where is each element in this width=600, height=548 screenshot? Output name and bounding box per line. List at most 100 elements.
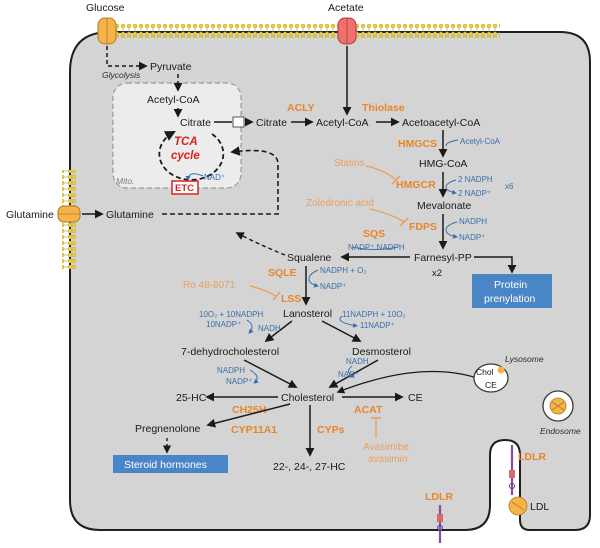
- left-cofactor-mid: 10NADP⁺: [206, 320, 241, 329]
- fdps-cofactor-curve: [445, 221, 458, 239]
- ldl-label: LDL: [530, 501, 549, 513]
- hmgcr-x6-label: x6: [505, 182, 514, 191]
- sqle-label: SQLE: [268, 267, 297, 279]
- acat-label: ACAT: [354, 404, 383, 416]
- ldlr-right-receptor-icon: [509, 445, 515, 495]
- mevalonate-label: Mevalonate: [417, 200, 471, 212]
- hmgcr-label: HMGCR: [396, 179, 436, 191]
- dhc-cofactor-curve: [249, 369, 259, 384]
- etc-label: ETC: [175, 183, 194, 194]
- cyps-label: CYPs: [317, 424, 345, 436]
- glucose-transporter-icon: [97, 17, 117, 45]
- glutamine-outside-label: Glutamine: [6, 209, 54, 221]
- zoledronic-inhibitor-line: [369, 208, 405, 223]
- mito-citrate-label: Citrate: [180, 117, 211, 129]
- dhc-nadp-label: NADP⁺: [226, 377, 252, 386]
- pregnenolone-label: Pregnenolone: [135, 423, 201, 435]
- avasimin-label: avasimin: [368, 454, 407, 465]
- acetate-transporter-icon: [337, 17, 357, 45]
- acetoacetyl-coa-label: Acetoacetyl-CoA: [402, 117, 480, 129]
- desmo-nad-label: NAD⁺: [338, 370, 359, 379]
- fdps-label: FDPS: [409, 221, 437, 233]
- right-cofactor-curve: [339, 315, 358, 328]
- sqs-cofactor-label: NADP⁺ NADPH: [348, 243, 405, 252]
- lss-label: LSS: [281, 293, 301, 305]
- cyp11a1-label: CYP11A1: [231, 424, 277, 436]
- glutamine-transporter-icon: [57, 205, 81, 223]
- acetate-label: Acetate: [328, 2, 364, 14]
- ce-label: CE: [408, 392, 423, 404]
- farnesyl-pp-label: Farnesyl-PP: [414, 252, 472, 264]
- ldl-particle-icon: [508, 496, 528, 516]
- steroid-hormones-box: [113, 455, 228, 473]
- lysosome-icon: [473, 363, 509, 393]
- ldlr-bottom-label: LDLR: [425, 491, 453, 503]
- desmosterol-label: Desmosterol: [352, 346, 411, 358]
- statins-inhibitor-bar: [391, 175, 401, 185]
- desmo-cofactor-curve: [348, 365, 355, 378]
- ro-inhibitor-line: [249, 285, 277, 297]
- lanosterol-label: Lanosterol: [283, 308, 332, 320]
- plasma-membrane-top: [100, 24, 500, 38]
- steroid-hormones-label: Steroid hormones: [124, 459, 207, 471]
- glutamine-inside-label: Glutamine: [106, 209, 154, 221]
- sqle-nadp-label: NADP⁺: [320, 282, 346, 291]
- left-cofactor-nadh: NADH: [258, 324, 281, 333]
- dehydrocholesterol-label: 7-dehydrocholesterol: [181, 346, 279, 358]
- lysosome-ce-label: CE: [485, 380, 497, 390]
- glutamine-to-tca-dashed: [162, 146, 279, 215]
- hmg-coa-label: HMG-CoA: [419, 158, 467, 170]
- sqs-label: SQS: [363, 228, 385, 240]
- zoledronic-inhibitor-bar: [399, 217, 409, 227]
- etc-nad-label: NAD⁺: [204, 173, 225, 182]
- cholesterol-label: Cholesterol: [281, 392, 334, 404]
- left-cofactor-curve: [246, 319, 254, 334]
- hmgcr-nadph-label: 2 NADPH: [458, 175, 493, 184]
- sqs-cofactor-curve: [351, 246, 399, 250]
- statins-label: Statins: [334, 158, 365, 169]
- zoledronic-acid-label: Zoledronic acid: [306, 198, 374, 209]
- squalene-label: Squalene: [287, 252, 332, 264]
- ro-inhibitor-bar: [272, 291, 281, 301]
- lysosome-label: Lysosome: [505, 354, 544, 364]
- prenylation-arrow: [474, 256, 517, 274]
- cyto-acetyl-coa-label: Acetyl-CoA: [316, 117, 369, 129]
- glycolysis-arrow: [106, 46, 148, 71]
- glycolysis-label: Glycolysis: [102, 70, 141, 80]
- lysosome-to-chol-line: [336, 370, 478, 394]
- hmgcs-acetylcoa-label: Acetyl-CoA: [460, 137, 501, 146]
- hmgcs-cofactor: [445, 139, 459, 147]
- chol-to-pregnenolone-arrow: [206, 403, 291, 428]
- endosome-label: Endosome: [540, 426, 581, 436]
- hmgcr-nadp-label: 2 NADP⁺: [458, 189, 491, 198]
- avasimibe-label: Avasimibe: [363, 442, 409, 453]
- glucose-label: Glucose: [86, 2, 125, 14]
- fdps-nadph-label: NADPH: [459, 217, 487, 226]
- dhc-to-chol-arrow: [243, 359, 298, 388]
- left-cofactor-top: 10O₂ + 10NADPH: [199, 310, 263, 319]
- lanosterol-right-arrow: [321, 320, 362, 342]
- acly-label: ACLY: [287, 102, 315, 114]
- protein-prenylation-line2: prenylation: [484, 293, 536, 305]
- x2-label: x2: [432, 268, 442, 279]
- sqle-nadph-label: NADPH + O₂: [320, 266, 366, 275]
- endosome-icon: [542, 390, 574, 422]
- hmgcr-cofactor-curve: [445, 179, 457, 195]
- lanosterol-left-arrow: [264, 320, 293, 343]
- fdps-nadp-label: NADP⁺: [459, 233, 485, 242]
- hmgcs-label: HMGCS: [398, 138, 437, 150]
- sqle-cofactor-curve: [308, 269, 319, 288]
- statins-inhibitor-line: [365, 165, 397, 181]
- protein-prenylation-line1: Protein: [494, 279, 527, 291]
- lysosome-chol-label: Chol: [476, 367, 494, 377]
- citrate-transporter-icon: [232, 116, 245, 128]
- mito-acetyl-coa-label: Acetyl-CoA: [147, 94, 200, 106]
- etc-nad-arrow: [185, 173, 204, 181]
- right-cofactor-mid: 11NADP⁺: [360, 321, 395, 330]
- dhc-nadph-label: NADPH: [217, 366, 245, 375]
- hc-multi-label: 22-, 24-, 27-HC: [273, 461, 346, 473]
- thiolase-label: Thiolase: [362, 102, 405, 114]
- ldlr-bottom-receptor-icon: [437, 505, 443, 543]
